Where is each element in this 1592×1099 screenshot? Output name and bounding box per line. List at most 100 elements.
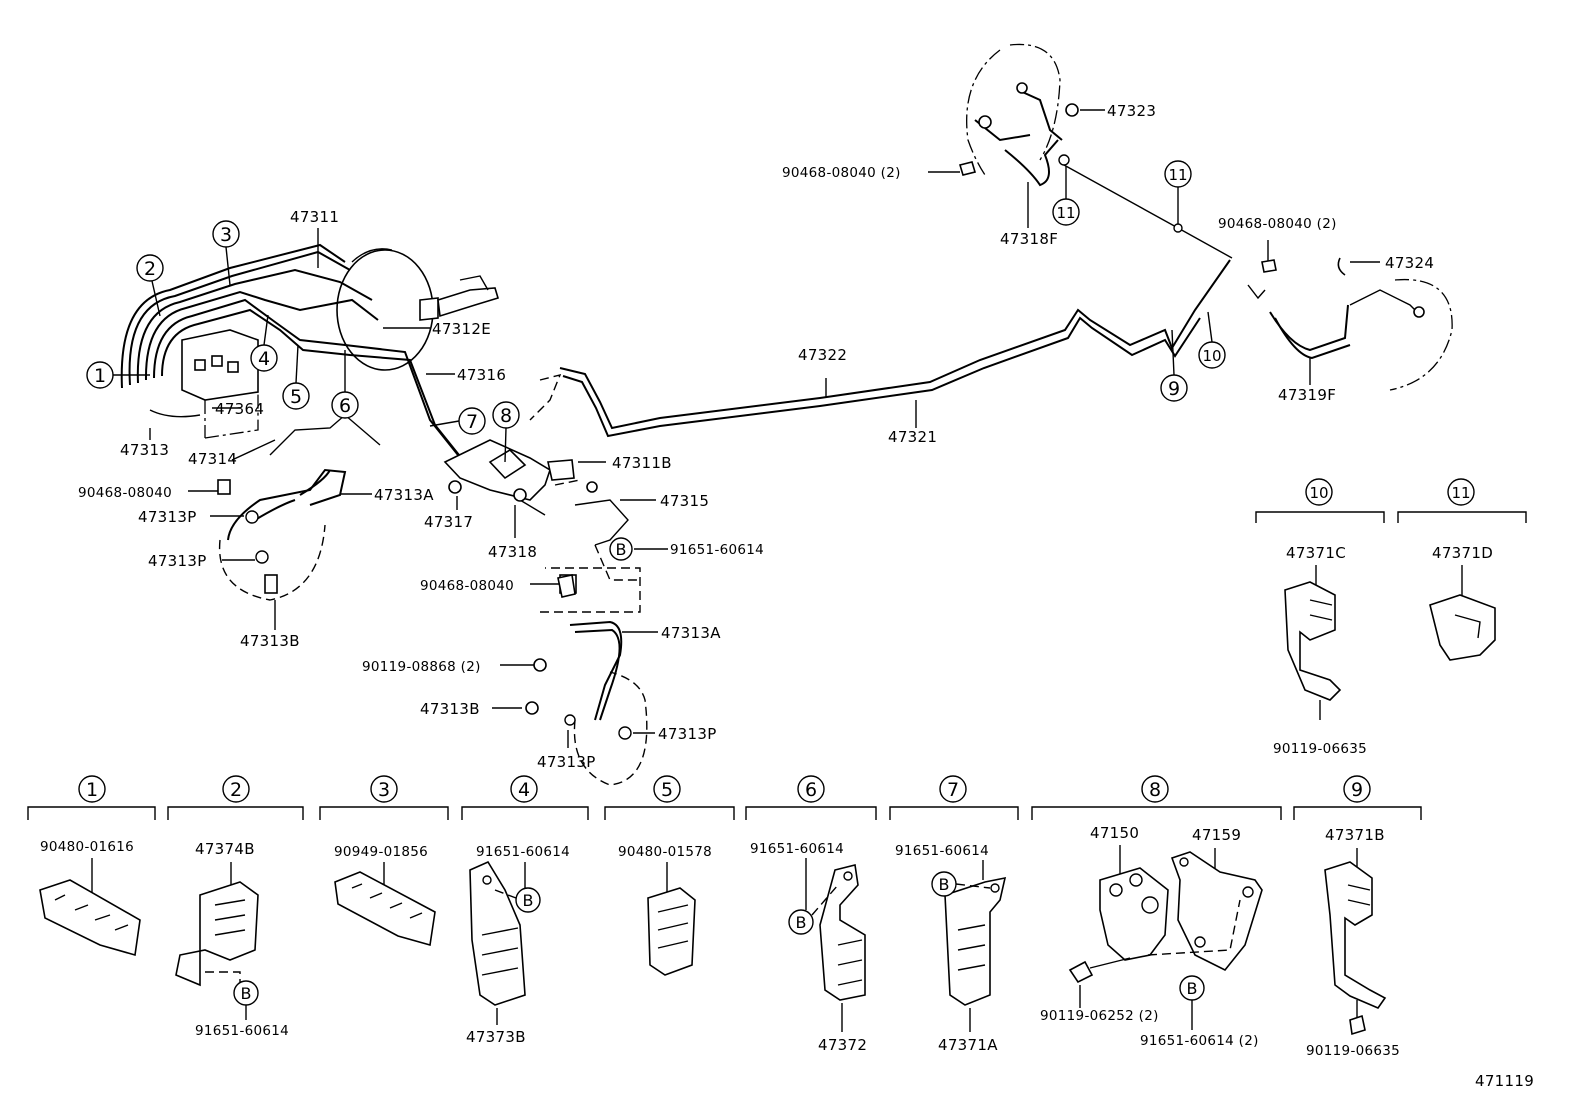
label-47371d: 47371D (1432, 544, 1493, 562)
detail-group-7: 7 91651-60614 B 47371A (889, 775, 1019, 1054)
label-47323: 47323 (1107, 102, 1156, 120)
callout-4: 4 (250, 344, 278, 372)
label-47321: 47321 (888, 428, 937, 446)
front-brake-lines (120, 243, 476, 476)
label-91651-60614-g2: 91651-60614 (195, 1023, 289, 1039)
label-91651-60614-g8: 91651-60614 (2) (1140, 1033, 1259, 1049)
main-callouts: 1 2 3 4 5 6 7 8 9 10 11 11 (86, 160, 1226, 463)
label-47374b: 47374B (195, 840, 255, 858)
callout-6: 6 (331, 391, 359, 419)
label-90119-06635-g9: 90119-06635 (1306, 1043, 1400, 1059)
svg-text:B: B (1187, 979, 1198, 998)
label-47324: 47324 (1385, 254, 1434, 272)
detail-group-1: 1 90480-01616 (27, 775, 156, 957)
detail-group-5: 5 90480-01578 (604, 775, 735, 976)
svg-text:10: 10 (1202, 347, 1221, 365)
label-47313a-a: 47313A (374, 486, 434, 504)
detail-group-6: 6 91651-60614 B 47372 (745, 775, 877, 1054)
callout-9: 9 (1160, 374, 1188, 402)
detail-group-10: 10 47371C 90119-06635 (1255, 478, 1385, 757)
label-47313p-d: 47313P (537, 753, 596, 771)
callout-10: 10 (1198, 341, 1226, 369)
label-47364: 47364 (215, 400, 264, 418)
svg-text:10: 10 (1309, 484, 1328, 502)
label-90468-08040-b: 90468-08040 (420, 578, 514, 594)
label-47322: 47322 (798, 346, 847, 364)
label-47313b-a: 47313B (240, 632, 300, 650)
label-91651-60614-g4: 91651-60614 (476, 844, 570, 860)
label-90468-08040-a: 90468-08040 (78, 485, 172, 501)
leader-lines (149, 109, 1380, 748)
callout-3: 3 (212, 220, 240, 248)
label-90468-08040-d: 90468-08040 (2) (1218, 216, 1337, 232)
callout-11b: 11 (1164, 160, 1192, 188)
label-47319f: 47319F (1278, 386, 1336, 404)
callout-11a: 11 (1052, 198, 1080, 226)
label-47159: 47159 (1192, 826, 1241, 844)
label-47313p-c: 47313P (658, 725, 717, 743)
label-47313b-b: 47313B (420, 700, 480, 718)
label-47150: 47150 (1090, 824, 1139, 842)
proportioning-valve-assembly (443, 373, 640, 581)
callout-b-main: B (616, 540, 627, 559)
label-47318: 47318 (488, 543, 537, 561)
svg-text:4: 4 (258, 348, 270, 370)
svg-text:B: B (939, 875, 950, 894)
svg-text:5: 5 (290, 386, 302, 408)
label-47372: 47372 (818, 1036, 867, 1054)
svg-text:6: 6 (805, 779, 817, 801)
front-wheel-assembly (966, 43, 1079, 187)
label-91651-60614-g6: 91651-60614 (750, 841, 844, 857)
svg-text:B: B (796, 913, 807, 932)
label-47311b: 47311B (612, 454, 672, 472)
label-47313: 47313 (120, 441, 169, 459)
main-part-labels: 47311 47312E 4 7 3 1 6 47364 47313 47314 904… (78, 102, 1434, 771)
label-47315: 47315 (660, 492, 709, 510)
detail-group-11: 11 47371D (1397, 478, 1527, 661)
label-47371a: 47371A (938, 1036, 998, 1054)
svg-text:8: 8 (500, 405, 512, 427)
svg-text:3: 3 (220, 224, 232, 246)
label-90468-08040-c: 90468-08040 (2) (782, 165, 901, 181)
label-47313p-a: 47313P (138, 508, 197, 526)
label-47313a-b: 47313A (661, 624, 721, 642)
svg-text:B: B (241, 984, 252, 1003)
label-47312e: 47312E (432, 320, 491, 338)
rear-wheel-assembly (1247, 257, 1453, 391)
detail-group-9: 9 47371B 90119-06635 (1293, 775, 1422, 1059)
label-90949-01856: 90949-01856 (334, 844, 428, 860)
label-90119-06635-a: 90119-06635 (1273, 741, 1367, 757)
svg-text:3: 3 (378, 779, 390, 801)
svg-text:7: 7 (947, 779, 959, 801)
label-47313p-b: 47313P (148, 552, 207, 570)
svg-text:6: 6 (339, 395, 351, 417)
svg-text:11: 11 (1451, 484, 1470, 502)
rear-brake-lines (559, 164, 1233, 438)
svg-text:9: 9 (1168, 378, 1180, 400)
svg-text:5: 5 (661, 779, 673, 801)
svg-text:8: 8 (1149, 779, 1161, 801)
label-90480-01616: 90480-01616 (40, 839, 134, 855)
svg-text:1: 1 (94, 365, 106, 387)
detail-group-3: 3 90949-01856 (319, 775, 449, 947)
label-47314: 47314 (188, 450, 237, 468)
label-90480-01578: 90480-01578 (618, 844, 712, 860)
svg-text:7: 7 (466, 411, 478, 433)
label-47317: 47317 (424, 513, 473, 531)
label-47311: 47311 (290, 208, 339, 226)
callout-7: 7 (458, 407, 486, 435)
svg-text:9: 9 (1351, 779, 1363, 801)
callout-5: 5 (282, 382, 310, 410)
label-47371c: 47371C (1286, 544, 1346, 562)
left-hose-assembly (217, 414, 381, 601)
label-90119-06252: 90119-06252 (2) (1040, 1008, 1159, 1024)
label-90119-08868: 90119-08868 (2) (362, 659, 481, 675)
clip-b-callout-main: B (609, 537, 633, 561)
svg-text:4: 4 (518, 779, 530, 801)
svg-text:2: 2 (230, 779, 242, 801)
detail-group-2: 2 47374B B 91651-60614 (167, 775, 304, 1039)
svg-text:B: B (523, 891, 534, 910)
label-91651-60614-a: 91651-60614 (670, 542, 764, 558)
fastener-shapes (557, 161, 1277, 598)
